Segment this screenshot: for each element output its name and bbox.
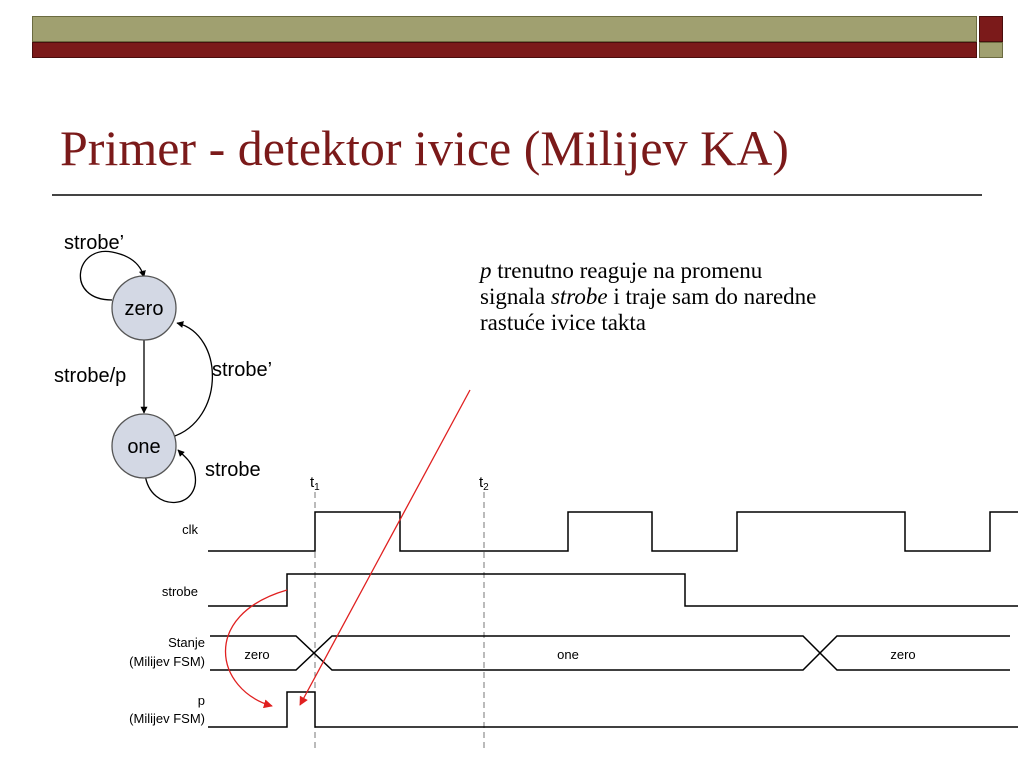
header-band-top bbox=[32, 16, 977, 42]
note-text-2: i traje sam do naredne rastuće ivice tak… bbox=[480, 284, 817, 335]
header-band-bottom bbox=[32, 42, 977, 58]
state-value-zero-2: zero bbox=[890, 647, 915, 662]
strobe-waveform bbox=[208, 573, 1018, 607]
zero-self-loop bbox=[79, 250, 146, 301]
clk-signal-label: clk bbox=[182, 522, 198, 537]
one-to-zero-arrow bbox=[171, 321, 214, 438]
state-bus-bottom bbox=[210, 635, 1010, 671]
p-signal-label-1: p bbox=[198, 693, 205, 708]
state-value-one: one bbox=[557, 647, 579, 662]
note-text-1: trenutno reaguje na promenu signala bbox=[480, 258, 763, 309]
t2-marker-label: t2 bbox=[479, 474, 489, 493]
p-waveform bbox=[208, 691, 1018, 728]
title-rule bbox=[52, 194, 982, 196]
label-one-self: strobe bbox=[205, 459, 261, 481]
header-square-bottom bbox=[979, 42, 1003, 58]
strobe-to-p-arrow bbox=[224, 589, 288, 709]
label-zero-to-one: strobe/p bbox=[54, 365, 126, 387]
timing-diagram: t1 t2 clk strobe Stanje (Milijev FSM) p … bbox=[129, 474, 1018, 750]
label-zero-self: strobe’ bbox=[64, 232, 124, 254]
note-pointer-arrow bbox=[299, 389, 471, 706]
annotation-arrows bbox=[224, 389, 471, 709]
header-square-top bbox=[979, 16, 1003, 42]
t1-marker-label: t1 bbox=[310, 474, 320, 493]
page-title: Primer - detektor ivice (Milijev KA) bbox=[60, 120, 789, 176]
fsm-diagram: zero one strobe’ strobe/p strobe’ strobe bbox=[54, 232, 272, 504]
state-zero-label: zero bbox=[125, 298, 164, 320]
state-zero-node bbox=[111, 275, 177, 341]
strobe-signal-label: strobe bbox=[162, 584, 198, 599]
state-one-node bbox=[111, 413, 177, 479]
one-self-loop bbox=[144, 449, 197, 504]
state-value-zero-1: zero bbox=[244, 647, 269, 662]
label-one-to-zero: strobe’ bbox=[212, 359, 272, 381]
state-signal-label-1: Stanje bbox=[168, 635, 205, 650]
note-p: p bbox=[480, 258, 492, 283]
clk-waveform bbox=[208, 511, 1018, 552]
state-one-label: one bbox=[127, 436, 160, 458]
state-bus-top bbox=[210, 635, 1010, 671]
note-strobe: strobe bbox=[550, 284, 608, 309]
explanation-note: p trenutno reaguje na promenu signala st… bbox=[480, 258, 830, 336]
state-signal-label-2: (Milijev FSM) bbox=[129, 654, 205, 669]
p-signal-label-2: (Milijev FSM) bbox=[129, 711, 205, 726]
